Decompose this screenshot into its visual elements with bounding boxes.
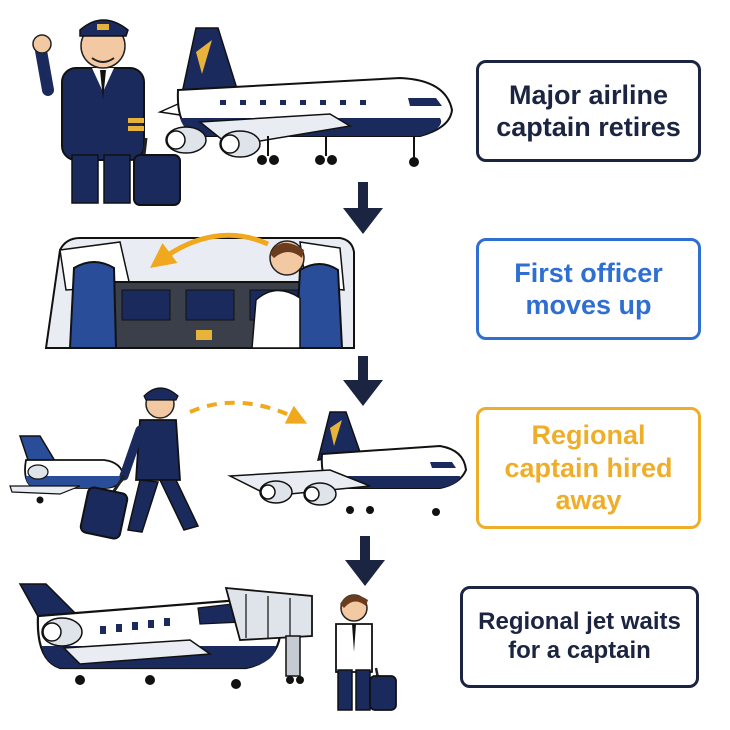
retiring-captain-illustration bbox=[32, 19, 181, 206]
down-arrow-1 bbox=[343, 182, 383, 234]
step-box-4: Regional jet waits for a captain bbox=[460, 586, 699, 688]
step-label-4: Regional jet waits for a captain bbox=[478, 608, 681, 664]
step-box-2: First officer moves up bbox=[476, 238, 701, 340]
widebody-airliner-1 bbox=[157, 27, 454, 167]
step-label-2: First officer moves up bbox=[514, 257, 663, 320]
waiting-first-officer bbox=[335, 594, 397, 711]
widebody-airliner-2 bbox=[227, 411, 468, 516]
step-label-3: Regional captain hired away bbox=[504, 420, 673, 516]
step-box-1: Major airline captain retires bbox=[476, 60, 701, 162]
regional-jet-at-gate bbox=[18, 583, 282, 689]
down-arrow-2 bbox=[343, 356, 383, 406]
down-arrow-3 bbox=[345, 536, 385, 586]
jet-bridge bbox=[224, 586, 313, 684]
step-box-3: Regional captain hired away bbox=[476, 407, 701, 529]
step-label-1: Major airline captain retires bbox=[496, 79, 681, 142]
regional-captain-walking bbox=[79, 387, 308, 540]
cockpit-illustration bbox=[44, 232, 355, 349]
